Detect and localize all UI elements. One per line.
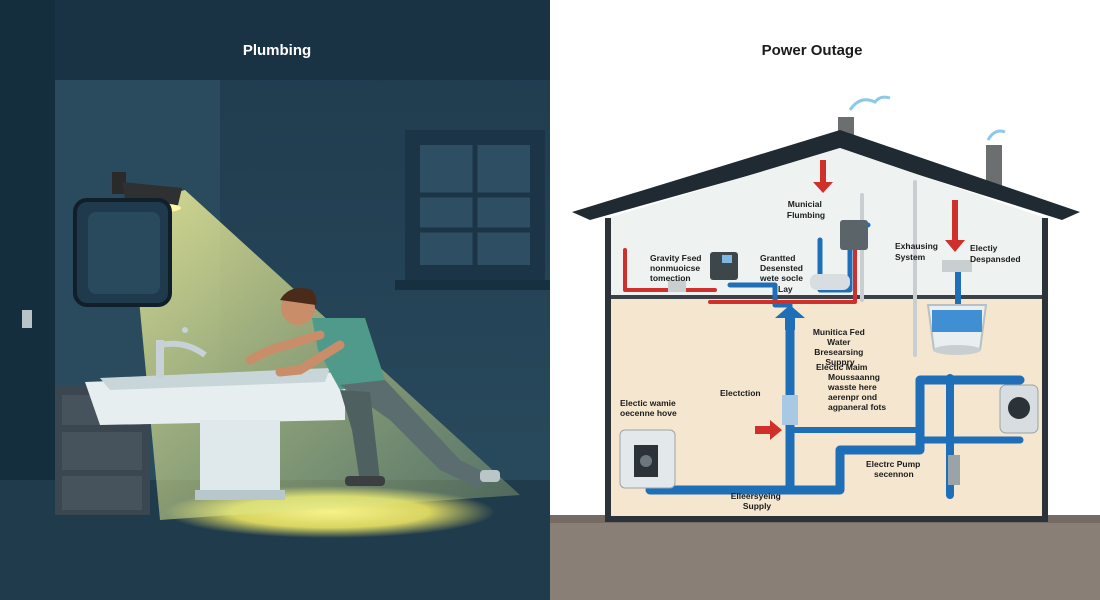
gravity-connector [668,280,686,292]
label-gravity-fed: Gravity Fsed nonmuoicse tomection [650,253,704,283]
ground [550,520,1100,600]
person [245,287,500,488]
down-arrow-top [813,160,833,193]
foundation [605,516,1048,522]
label-electric-main: Electic Maim Moussaanng wasste here aere… [816,362,886,412]
election-valve [782,395,798,425]
roof [572,130,1080,220]
label-municipal-fed-water: Munitica Fed Water Bresearsing Suppry [813,327,867,367]
left-wall [605,218,611,520]
floor-divider [608,295,1045,299]
label-election: Electction [720,388,761,398]
down-arrow-right [945,200,965,252]
label-emergency-supply: Elleersyeing Supply [731,491,783,511]
equipment [619,220,1039,489]
pump-shaft [948,455,960,485]
electric-pump-right [999,384,1039,434]
plumbing-scene-panel: Plumbing [0,0,550,600]
bathroom-scene: Plumbing [0,0,550,600]
ceiling-band [0,0,550,80]
mirror [73,198,172,307]
up-arrow-pipe [775,305,805,330]
window [395,130,550,290]
right-arrow-election [755,420,782,440]
water-tank [926,260,988,355]
right-wall [1042,218,1048,520]
municipal-valve [840,220,868,250]
label-exhausting-system: Exhausing System [895,241,940,262]
label-electric-pump: Electrc Pump secennon [866,459,923,479]
label-granted: Grantted Desensted wete socle [759,253,805,283]
label-lay: Lay [778,284,793,294]
arrows [755,160,965,440]
faucet [156,327,207,378]
electric-water-heater [619,429,676,489]
roof-vent-right [986,129,1006,187]
power-outage-panel: Municial Flumbing Gravity Fsed nonmuoics… [550,0,1100,600]
light-switch [22,310,32,328]
plumbing-title: Plumbing [243,42,311,59]
house-diagram: Municial Flumbing Gravity Fsed nonmuoics… [550,42,1100,600]
diagram-labels: Municial Flumbing Gravity Fsed nonmuoics… [620,199,1021,511]
lay-fitting [810,274,850,290]
label-electric-dependent: Electiy Despansded [970,243,1021,264]
label-municipal-plumbing: Municial Flumbing [787,199,825,220]
power-outage-title: Power Outage [762,42,863,59]
label-electric-water-heater: Electic wamie oecenne hove [620,398,678,418]
sink [85,368,345,500]
